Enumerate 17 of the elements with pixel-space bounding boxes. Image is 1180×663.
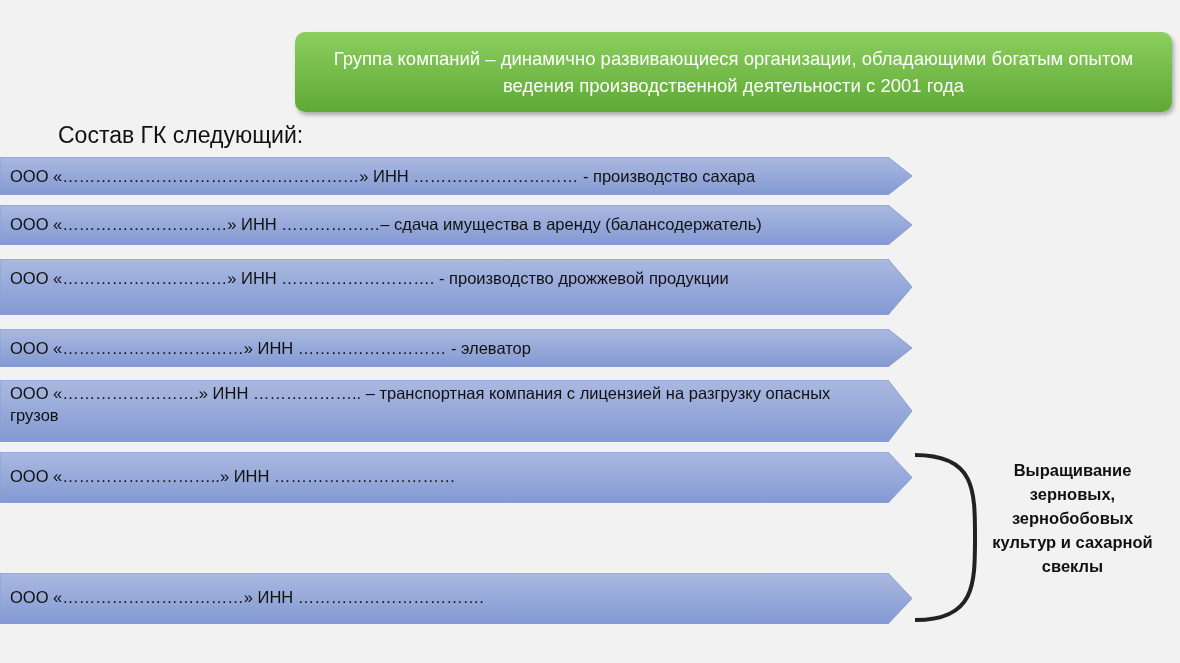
chevron-banner bbox=[0, 452, 912, 503]
chevron-banner bbox=[0, 380, 912, 442]
chevron-banner bbox=[0, 157, 912, 195]
slide-title: Состав ГК следующий: bbox=[58, 122, 304, 149]
company-text: ООО «……………………………» ИНН ……………………… - элеватор bbox=[10, 339, 531, 357]
company-text: ООО «…………………….» ИНН ……………….. – транспортная компания с лицензией на разгрузку опасных грузов bbox=[10, 384, 831, 424]
company-text: ООО «………………………..» ИНН …………………………… bbox=[10, 467, 456, 485]
bracket-note: Выращивание зерновых, зернобобовых культур и сахарной свеклы bbox=[991, 460, 1154, 577]
chevron-banner bbox=[0, 329, 912, 367]
header-box: Группа компаний – динамично развивающиеся организации, обладающими богатым опытом ведения производственной деятельности с 2001 года bbox=[295, 32, 1172, 112]
chevron-banner bbox=[0, 573, 912, 624]
company-text: ООО «…………………………» ИНН ………………………. - производство дрожжевой продукции bbox=[10, 269, 729, 287]
company-text: ООО «…………………………» ИНН ………………– сдача имущества в аренду (балансодержатель) bbox=[10, 215, 762, 233]
chevron-banner bbox=[0, 259, 912, 315]
chevron-banner bbox=[0, 205, 912, 245]
company-text: ООО «……………………………» ИНН ……………………………. bbox=[10, 588, 484, 606]
company-text: ООО «………………………………………………» ИНН ………………………… - производство сахара bbox=[10, 167, 756, 185]
